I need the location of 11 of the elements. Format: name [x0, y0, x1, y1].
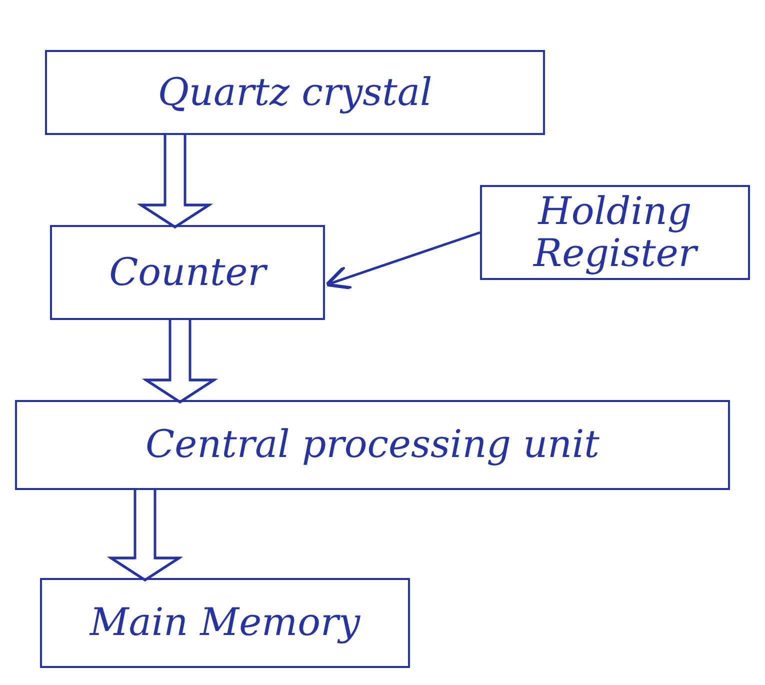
box-label: Holding Register: [532, 190, 700, 274]
process-box: [40, 578, 410, 668]
process-box: [45, 50, 545, 135]
box-label: Central processing unit: [146, 424, 600, 466]
box-label: Main Memory: [90, 602, 360, 644]
process-box: [480, 185, 750, 280]
process-box: [50, 225, 325, 320]
box-label: Quartz crystal: [158, 72, 432, 114]
process-box: [15, 400, 730, 490]
box-label: Counter: [109, 252, 266, 294]
arrow: [325, 231, 480, 290]
